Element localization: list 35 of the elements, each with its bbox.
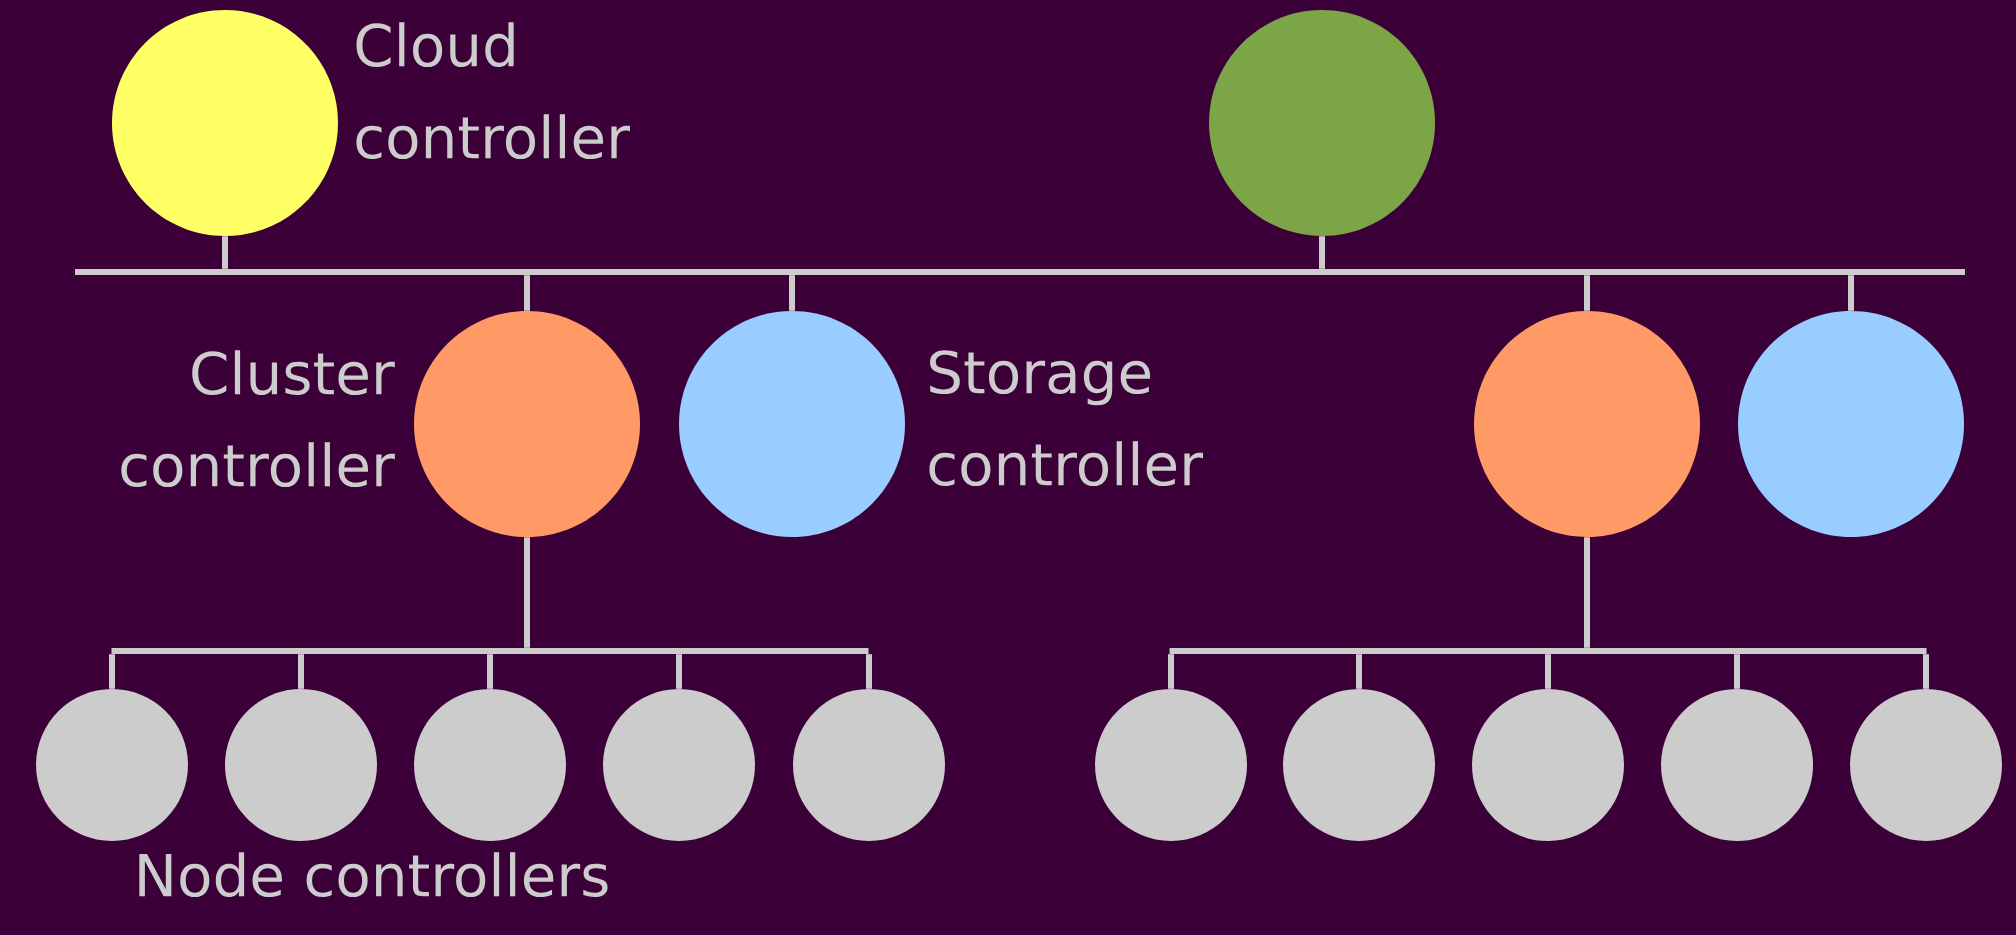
circle — [36, 689, 188, 841]
connector-line — [676, 654, 682, 689]
connector-line — [1356, 654, 1362, 689]
node-label: Cloud controller — [356, 22, 630, 160]
circle — [1474, 311, 1700, 537]
connector-line — [298, 654, 304, 689]
connector-line — [1168, 654, 1174, 689]
connector-line — [1923, 654, 1929, 689]
circle — [1850, 689, 2002, 841]
circle — [1209, 10, 1435, 236]
circle — [603, 689, 755, 841]
caption-label: Node controllers — [139, 852, 608, 898]
circle — [793, 689, 945, 841]
connector-line — [866, 654, 872, 689]
connector-line — [789, 275, 795, 311]
connector-line — [1545, 654, 1551, 689]
circle — [1661, 689, 1813, 841]
connector-line — [1734, 654, 1740, 689]
connector-line — [524, 537, 530, 648]
circle — [1283, 689, 1435, 841]
node-label: Cluster controller — [121, 350, 395, 488]
connector-line — [1319, 236, 1325, 269]
connector-line — [1848, 275, 1854, 311]
circle — [414, 689, 566, 841]
connector-line — [1584, 275, 1590, 311]
connector-line — [109, 654, 115, 689]
circle — [1095, 689, 1247, 841]
circle — [1738, 311, 1964, 537]
connector-line — [487, 654, 493, 689]
circle — [1472, 689, 1624, 841]
connector-line — [524, 275, 530, 311]
connector-line — [222, 236, 228, 269]
node-label: Storage controller — [929, 350, 1203, 487]
connector-line — [1584, 537, 1590, 648]
circle — [225, 689, 377, 841]
